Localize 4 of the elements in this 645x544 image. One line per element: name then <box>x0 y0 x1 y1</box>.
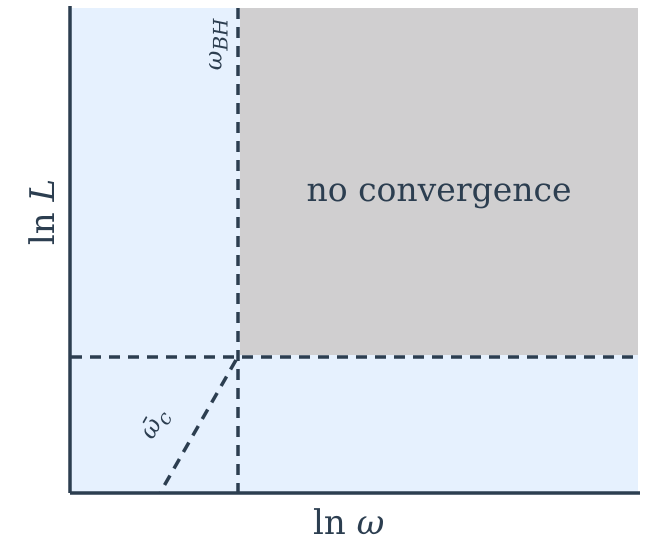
axis-label: ln L <box>26 178 60 246</box>
axis-label: ln ω <box>313 506 384 540</box>
region-label: no convergence <box>305 170 573 209</box>
no-convergence-region <box>240 8 638 355</box>
